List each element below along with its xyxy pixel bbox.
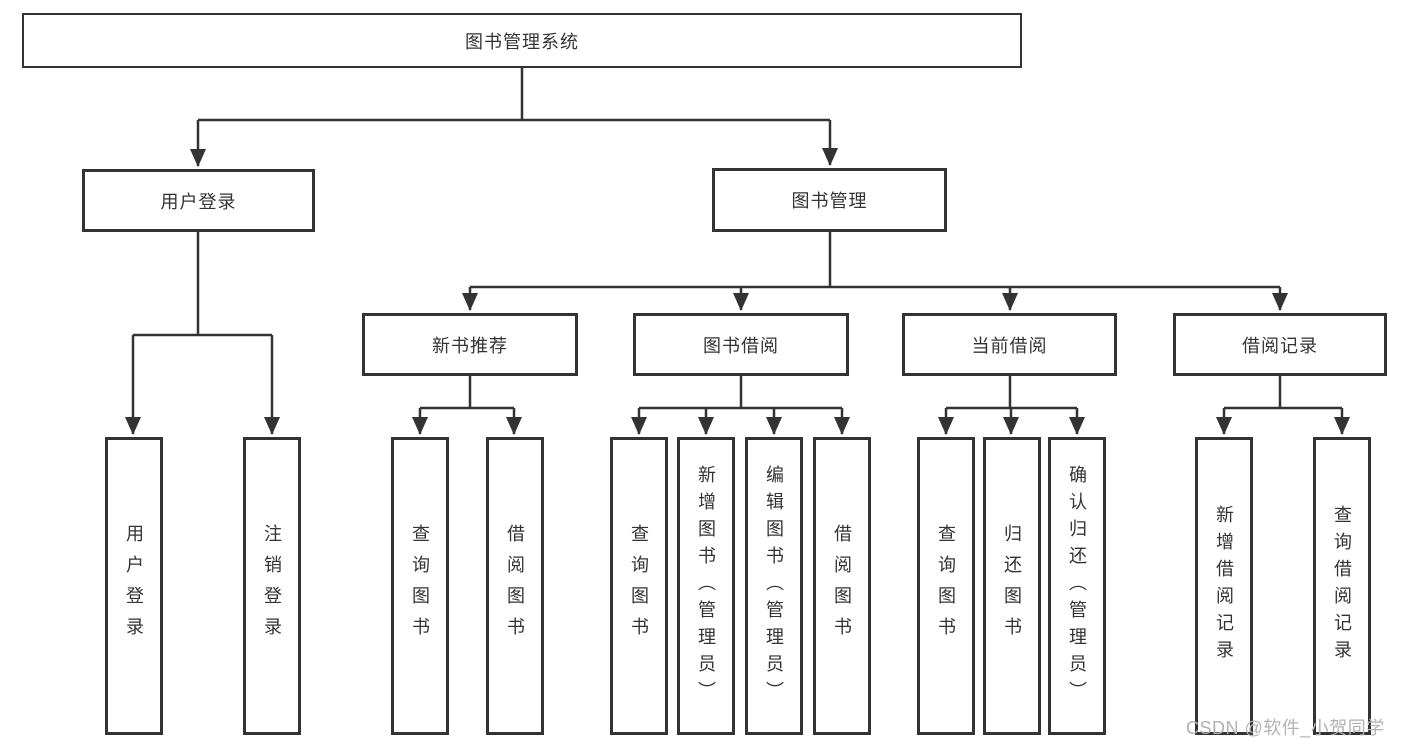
node-library-system-label: 图书管理系统 xyxy=(465,31,579,52)
leaf-confirm-return-admin: 确认归还（管理员） xyxy=(1048,437,1106,735)
leaf-edit-books-admin-label: 编辑图书（管理员） xyxy=(764,464,784,708)
node-new-book-recommend-label: 新书推荐 xyxy=(432,335,508,356)
node-book-borrow-label: 图书借阅 xyxy=(703,335,779,356)
leaf-return-books-label: 归还图书 xyxy=(1002,524,1022,648)
node-user-login: 用户登录 xyxy=(82,169,315,232)
leaf-query-borrow-record: 查询借阅记录 xyxy=(1313,437,1371,735)
leaf-confirm-return-admin-label: 确认归还（管理员） xyxy=(1067,464,1087,708)
leaf-query-borrow-record-label: 查询借阅记录 xyxy=(1332,505,1352,667)
leaf-add-borrow-record-label: 新增借阅记录 xyxy=(1214,505,1234,667)
leaf-query-books-current-label: 查询图书 xyxy=(936,524,956,648)
leaf-borrow-books: 借阅图书 xyxy=(813,437,871,735)
node-book-management-label: 图书管理 xyxy=(791,191,868,211)
leaf-edit-books-admin: 编辑图书（管理员） xyxy=(745,437,803,735)
leaf-logout: 注销登录 xyxy=(243,437,301,735)
leaf-query-books-borrow-label: 查询图书 xyxy=(629,524,649,648)
leaf-return-books: 归还图书 xyxy=(983,437,1041,735)
leaf-user-login: 用户登录 xyxy=(105,437,163,735)
leaf-add-books-admin-label: 新增图书（管理员） xyxy=(696,464,716,708)
leaf-add-borrow-record: 新增借阅记录 xyxy=(1195,437,1253,735)
leaf-borrow-books-recommend: 借阅图书 xyxy=(486,437,544,735)
leaf-query-books-current: 查询图书 xyxy=(917,437,975,735)
leaf-user-login-label: 用户登录 xyxy=(124,524,144,648)
leaf-add-books-admin: 新增图书（管理员） xyxy=(677,437,735,735)
node-new-book-recommend: 新书推荐 xyxy=(362,313,578,376)
node-current-borrow-label: 当前借阅 xyxy=(971,335,1048,356)
leaf-query-books-recommend-label: 查询图书 xyxy=(410,524,430,648)
node-user-login-label: 用户登录 xyxy=(160,191,237,212)
node-borrow-record: 借阅记录 xyxy=(1173,313,1387,376)
leaf-query-books-recommend: 查询图书 xyxy=(391,437,449,735)
node-book-borrow: 图书借阅 xyxy=(633,313,849,376)
node-library-system: 图书管理系统 xyxy=(22,13,1022,68)
node-borrow-record-label: 借阅记录 xyxy=(1242,335,1318,356)
node-book-management: 图书管理 xyxy=(712,168,947,232)
node-current-borrow: 当前借阅 xyxy=(902,313,1117,376)
leaf-borrow-books-recommend-label: 借阅图书 xyxy=(505,524,525,648)
leaf-borrow-books-label: 借阅图书 xyxy=(832,524,852,648)
leaf-query-books-borrow: 查询图书 xyxy=(610,437,668,735)
csdn-watermark: CSDN @软件_小贺同学 xyxy=(1186,718,1385,738)
leaf-logout-label: 注销登录 xyxy=(262,524,282,648)
